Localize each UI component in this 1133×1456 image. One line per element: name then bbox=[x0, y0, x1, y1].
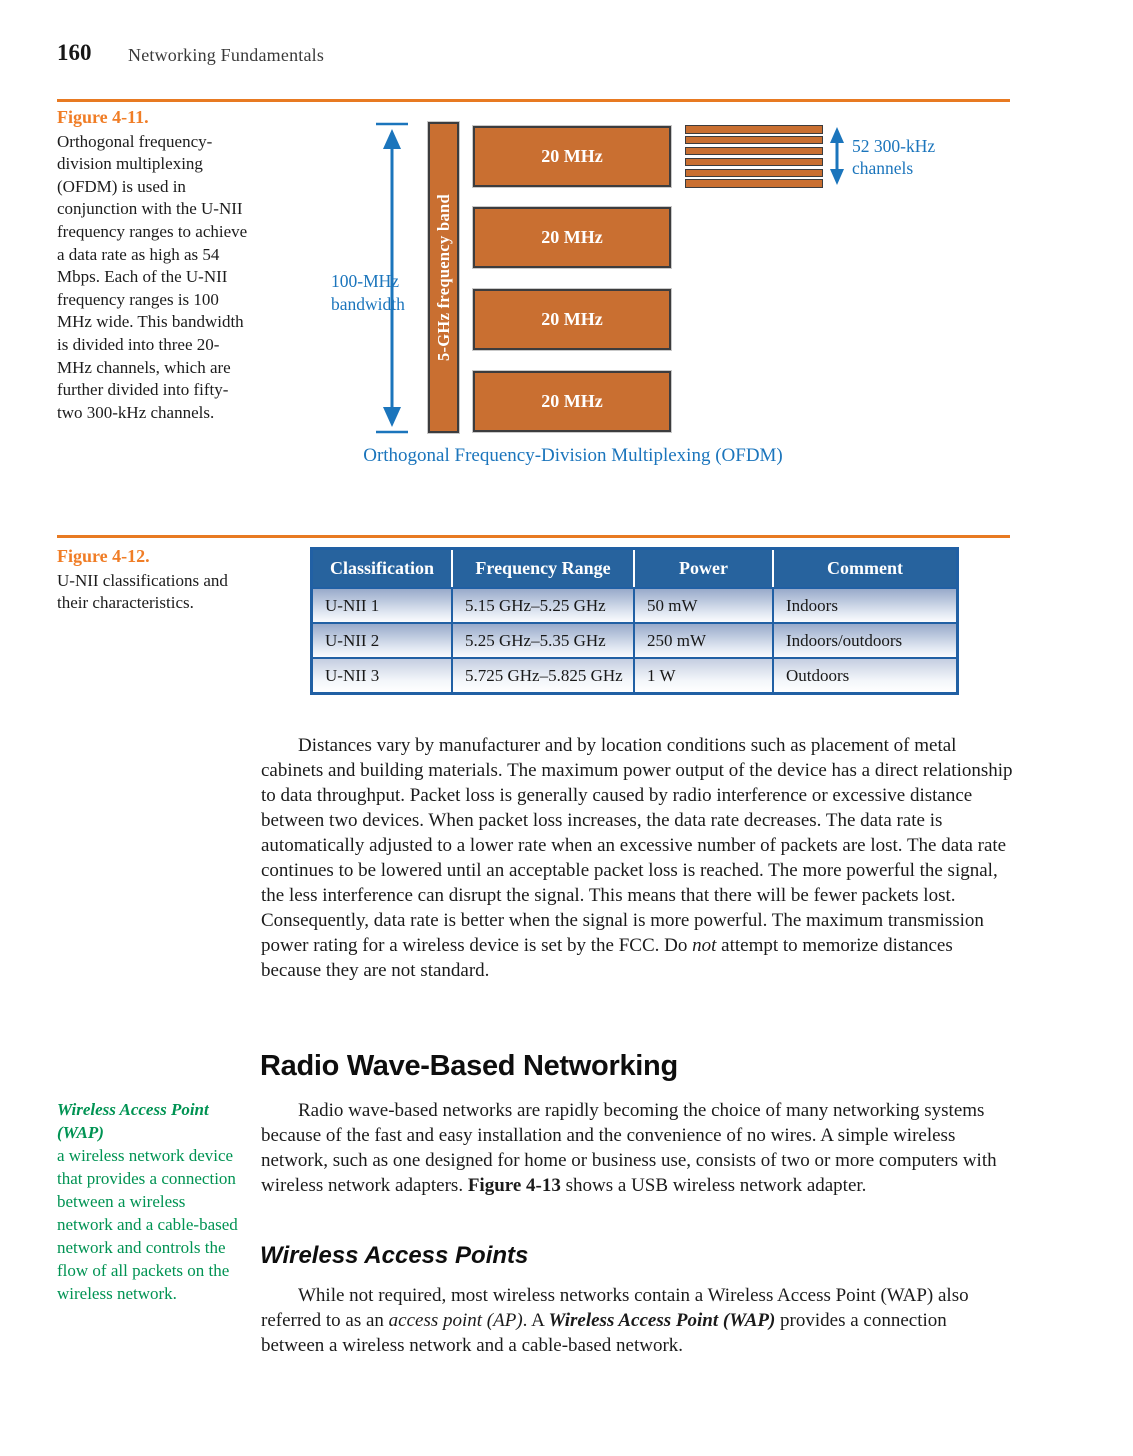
heading-radio-wave-based-networking: Radio Wave-Based Networking bbox=[260, 1050, 678, 1082]
running-head-title: Networking Fundamentals bbox=[128, 45, 325, 65]
page-number: 160 bbox=[57, 40, 92, 65]
table-cell-comment: Indoors bbox=[786, 595, 838, 615]
channel-box: 20 MHz bbox=[473, 126, 671, 187]
table-cell-power: 50 mW bbox=[635, 589, 774, 622]
table-row: U-NII 3 5.725 GHz–5.825 GHz 1 W Outdoors bbox=[313, 657, 956, 692]
subchannel-label-line1: 52 300-kHz bbox=[852, 136, 936, 156]
table-header-cell: Power bbox=[635, 550, 774, 587]
table-cell-power: 250 mW bbox=[635, 624, 774, 657]
table-row: U-NII 2 5.25 GHz–5.35 GHz 250 mW Indoors… bbox=[313, 622, 956, 657]
frequency-band-bar: 5-GHz frequency band bbox=[428, 122, 459, 433]
margin-definition-wap: Wireless Access Point (WAP) a wireless n… bbox=[57, 1098, 245, 1305]
subchannel-bar bbox=[685, 157, 823, 167]
table-cell-classification: U-NII 2 bbox=[313, 624, 453, 657]
margin-term: Wireless Access Point (WAP) bbox=[57, 1100, 209, 1142]
bandwidth-label: 100-MHz bandwidth bbox=[331, 270, 421, 316]
subchannel-bars bbox=[685, 125, 823, 190]
figure-4-12-caption-text: U-NII classifications and their characte… bbox=[57, 570, 228, 613]
figure-4-11-label: Figure 4-11. bbox=[57, 107, 149, 127]
channel-box-label: 20 MHz bbox=[541, 391, 603, 411]
table-cell-classification: U-NII 3 bbox=[313, 659, 453, 692]
bandwidth-arrow-icon bbox=[376, 122, 408, 434]
bandwidth-label-line2: bandwidth bbox=[331, 294, 405, 314]
section-rule bbox=[57, 535, 1010, 538]
paragraph-wap: While not required, most wireless networ… bbox=[261, 1285, 969, 1356]
subchannel-arrow-icon bbox=[830, 127, 844, 185]
unii-classification-table: Classification Frequency Range Power Com… bbox=[310, 547, 959, 695]
channel-box: 20 MHz bbox=[473, 371, 671, 432]
subchannel-bar bbox=[685, 146, 823, 156]
margin-definition-text: a wireless network device that provides … bbox=[57, 1146, 238, 1303]
channel-box-label: 20 MHz bbox=[541, 227, 603, 247]
subchannel-label-line2: channels bbox=[852, 158, 914, 178]
table-cell-frequency-range: 5.15 GHz–5.25 GHz bbox=[453, 589, 635, 622]
bandwidth-label-line1: 100-MHz bbox=[331, 271, 400, 291]
table-cell-classification: U-NII 1 bbox=[313, 589, 453, 622]
subchannel-bar bbox=[685, 135, 823, 145]
frequency-band-label: 5-GHz frequency band bbox=[433, 193, 453, 362]
table-row: U-NII 1 5.15 GHz–5.25 GHz 50 mW Indoors bbox=[313, 587, 956, 622]
heading-wireless-access-points: Wireless Access Points bbox=[260, 1242, 529, 1269]
subchannel-bar bbox=[685, 179, 823, 188]
paragraph-radio-networks: Radio wave-based networks are rapidly be… bbox=[261, 1100, 997, 1196]
section-rule bbox=[57, 99, 1010, 102]
subchannel-bar bbox=[685, 125, 823, 134]
channel-box: 20 MHz bbox=[473, 207, 671, 268]
table-header-cell: Frequency Range bbox=[453, 550, 635, 587]
table-header-cell: Classification bbox=[313, 550, 453, 587]
subchannel-bar bbox=[685, 168, 823, 178]
table-header-row: Classification Frequency Range Power Com… bbox=[313, 550, 956, 587]
table-cell-power: 1 W bbox=[635, 659, 774, 692]
subchannel-label: 52 300-kHz channels bbox=[852, 135, 935, 179]
channel-box: 20 MHz bbox=[473, 289, 671, 350]
channel-box-label: 20 MHz bbox=[541, 146, 603, 166]
figure-4-12-caption: Figure 4-12. U-NII classifications and t… bbox=[57, 545, 253, 615]
figure-4-11-caption-text: Orthogonal frequency-division multiplexi… bbox=[57, 131, 248, 422]
figure-4-12-label: Figure 4-12. bbox=[57, 546, 150, 566]
diagram-title: Orthogonal Frequency-Division Multiplexi… bbox=[363, 445, 783, 466]
table-header-cell: Comment bbox=[827, 558, 903, 578]
table-cell-frequency-range: 5.25 GHz–5.35 GHz bbox=[453, 624, 635, 657]
figure-4-11-caption: Figure 4-11. Orthogonal frequency-divisi… bbox=[57, 106, 253, 424]
paragraph-distances: Distances vary by manufacturer and by lo… bbox=[261, 735, 1013, 981]
table-cell-comment: Outdoors bbox=[786, 665, 850, 685]
table-cell-frequency-range: 5.725 GHz–5.825 GHz bbox=[453, 659, 635, 692]
table-cell-comment: Indoors/outdoors bbox=[786, 630, 903, 650]
channel-box-label: 20 MHz bbox=[541, 309, 603, 329]
